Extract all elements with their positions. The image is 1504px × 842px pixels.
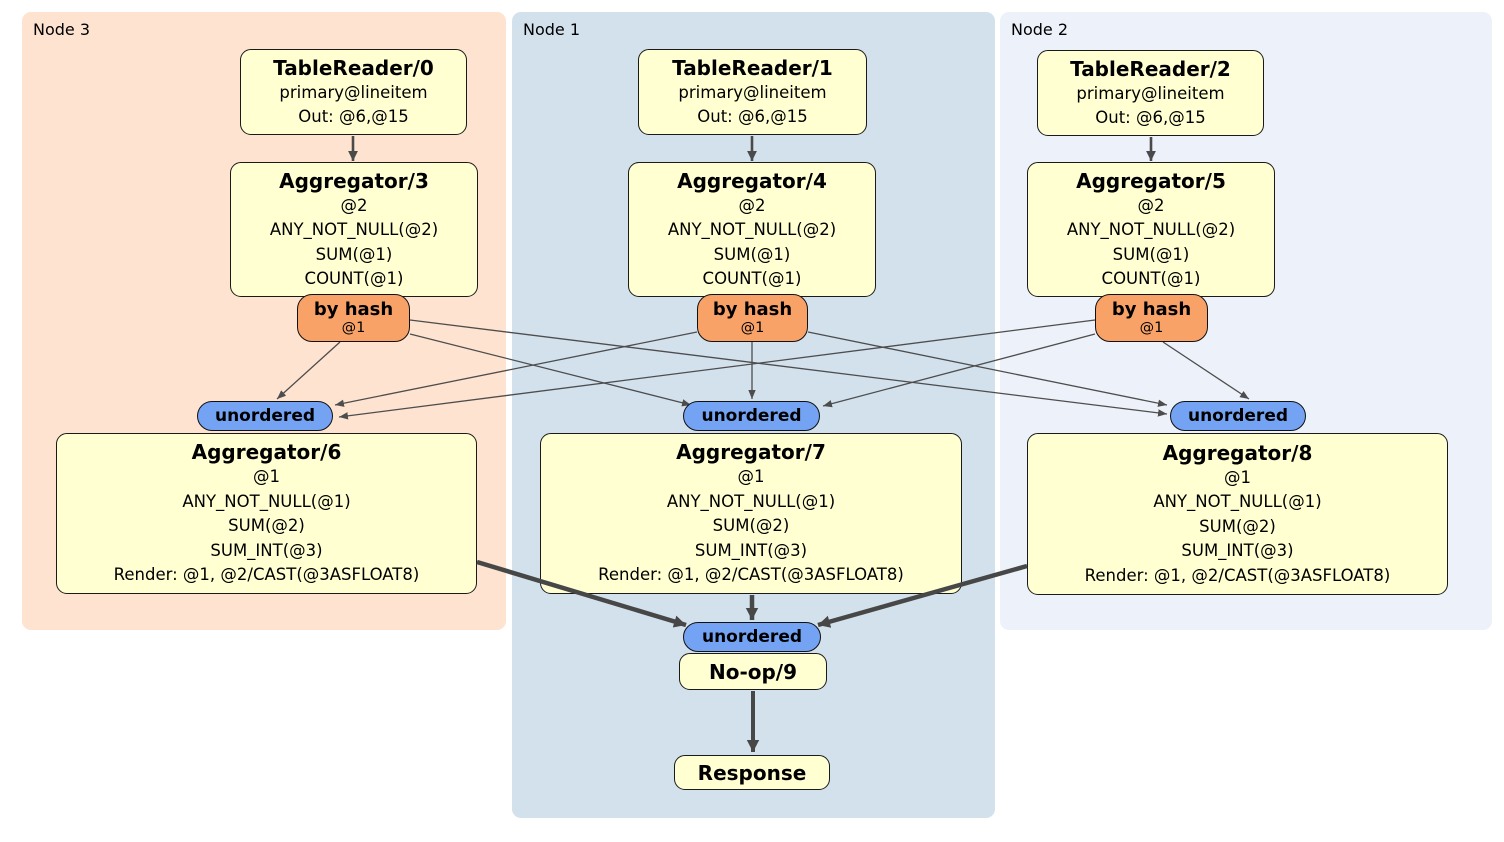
processor-title: Response xyxy=(697,760,807,785)
processor-detail: @2 xyxy=(1137,195,1165,215)
processor-detail: SUM(@2) xyxy=(1199,516,1276,536)
processor-detail: Out: @6,@15 xyxy=(298,107,409,126)
processor-response: Response xyxy=(674,755,830,790)
sync-label: unordered xyxy=(701,406,802,426)
processor-noop-9: No-op/9 xyxy=(679,653,827,690)
processor-title: Aggregator/4 xyxy=(677,168,827,193)
processor-detail: Render: @1, @2/CAST(@3ASFLOAT8) xyxy=(598,565,904,585)
sync-unordered-right: unordered xyxy=(1170,401,1306,431)
processor-title: Aggregator/8 xyxy=(1162,440,1313,465)
processor-detail: SUM_INT(@3) xyxy=(694,540,808,560)
router-by-hash-middle: by hash @1 xyxy=(697,294,808,342)
processor-aggregator-4: Aggregator/4 @2 ANY_NOT_NULL(@2) SUM(@1)… xyxy=(628,162,876,297)
processor-detail: @1 xyxy=(1224,467,1251,487)
processor-detail: @2 xyxy=(340,195,368,215)
processor-aggregator-5: Aggregator/5 @2 ANY_NOT_NULL(@2) SUM(@1)… xyxy=(1027,162,1275,297)
processor-detail: ANY_NOT_NULL(@1) xyxy=(182,491,351,511)
processor-detail: COUNT(@1) xyxy=(702,269,802,288)
router-label: by hash xyxy=(1111,299,1192,320)
region-node2-label: Node 2 xyxy=(1011,20,1069,39)
router-detail: @1 xyxy=(740,320,765,336)
processor-tablereader-2: TableReader/2 primary@lineitem Out: @6,@… xyxy=(1037,50,1264,136)
processor-aggregator-6: Aggregator/6 @1 ANY_NOT_NULL(@1) SUM(@2)… xyxy=(56,433,477,594)
processor-detail: SUM(@1) xyxy=(1112,244,1190,264)
processor-detail: COUNT(@1) xyxy=(304,269,404,288)
processor-aggregator-8: Aggregator/8 @1 ANY_NOT_NULL(@1) SUM(@2)… xyxy=(1027,433,1448,595)
processor-detail: primary@lineitem xyxy=(678,82,827,102)
processor-detail: SUM_INT(@3) xyxy=(1181,541,1294,561)
sync-unordered-final: unordered xyxy=(683,622,821,652)
processor-detail: @1 xyxy=(737,467,765,487)
sync-label: unordered xyxy=(701,627,803,647)
processor-aggregator-7: Aggregator/7 @1 ANY_NOT_NULL(@1) SUM(@2)… xyxy=(540,433,962,594)
router-detail: @1 xyxy=(341,320,366,336)
processor-detail: ANY_NOT_NULL(@2) xyxy=(269,220,439,239)
sync-unordered-left: unordered xyxy=(197,401,333,431)
processor-detail: ANY_NOT_NULL(@1) xyxy=(666,491,836,511)
processor-detail: Render: @1, @2/CAST(@3ASFLOAT8) xyxy=(113,565,420,585)
processor-tablereader-1: TableReader/1 primary@lineitem Out: @6,@… xyxy=(638,49,867,135)
sync-label: unordered xyxy=(214,406,316,426)
processor-detail: ANY_NOT_NULL(@2) xyxy=(1066,220,1236,239)
sync-label: unordered xyxy=(1187,406,1289,426)
processor-detail: COUNT(@1) xyxy=(1101,269,1201,288)
processor-title: No-op/9 xyxy=(708,659,798,684)
processor-aggregator-3: Aggregator/3 @2 ANY_NOT_NULL(@2) SUM(@1)… xyxy=(230,162,478,297)
processor-detail: primary@lineitem xyxy=(1076,83,1225,103)
processor-detail: primary@lineitem xyxy=(279,82,428,102)
processor-title: Aggregator/6 xyxy=(191,440,342,465)
processor-title: Aggregator/7 xyxy=(676,440,826,465)
processor-title: TableReader/2 xyxy=(1070,56,1231,81)
region-node1-label: Node 1 xyxy=(523,20,581,39)
processor-detail: Render: @1, @2/CAST(@3ASFLOAT8) xyxy=(1084,565,1391,585)
processor-tablereader-0: TableReader/0 primary@lineitem Out: @6,@… xyxy=(240,49,467,135)
processor-detail: Out: @6,@15 xyxy=(1095,108,1206,127)
processor-detail: SUM(@1) xyxy=(713,244,791,264)
processor-title: Aggregator/3 xyxy=(279,168,429,193)
router-detail: @1 xyxy=(1139,320,1164,336)
processor-title: TableReader/1 xyxy=(672,55,833,80)
processor-detail: SUM_INT(@3) xyxy=(210,540,323,560)
processor-detail: @1 xyxy=(253,467,280,487)
processor-detail: ANY_NOT_NULL(@1) xyxy=(1153,492,1322,512)
processor-title: Aggregator/5 xyxy=(1076,168,1226,193)
sync-unordered-middle: unordered xyxy=(683,401,820,431)
region-node3-label: Node 3 xyxy=(33,20,91,39)
processor-title: TableReader/0 xyxy=(273,55,434,80)
router-by-hash-left: by hash @1 xyxy=(297,294,410,342)
router-label: by hash xyxy=(313,299,394,320)
processor-detail: SUM(@2) xyxy=(712,516,790,536)
processor-detail: SUM(@1) xyxy=(315,244,393,264)
processor-detail: ANY_NOT_NULL(@2) xyxy=(667,220,837,239)
router-by-hash-right: by hash @1 xyxy=(1095,294,1208,342)
processor-detail: Out: @6,@15 xyxy=(697,107,808,126)
router-label: by hash xyxy=(712,299,793,320)
processor-detail: @2 xyxy=(738,195,766,215)
processor-detail: SUM(@2) xyxy=(228,516,305,536)
